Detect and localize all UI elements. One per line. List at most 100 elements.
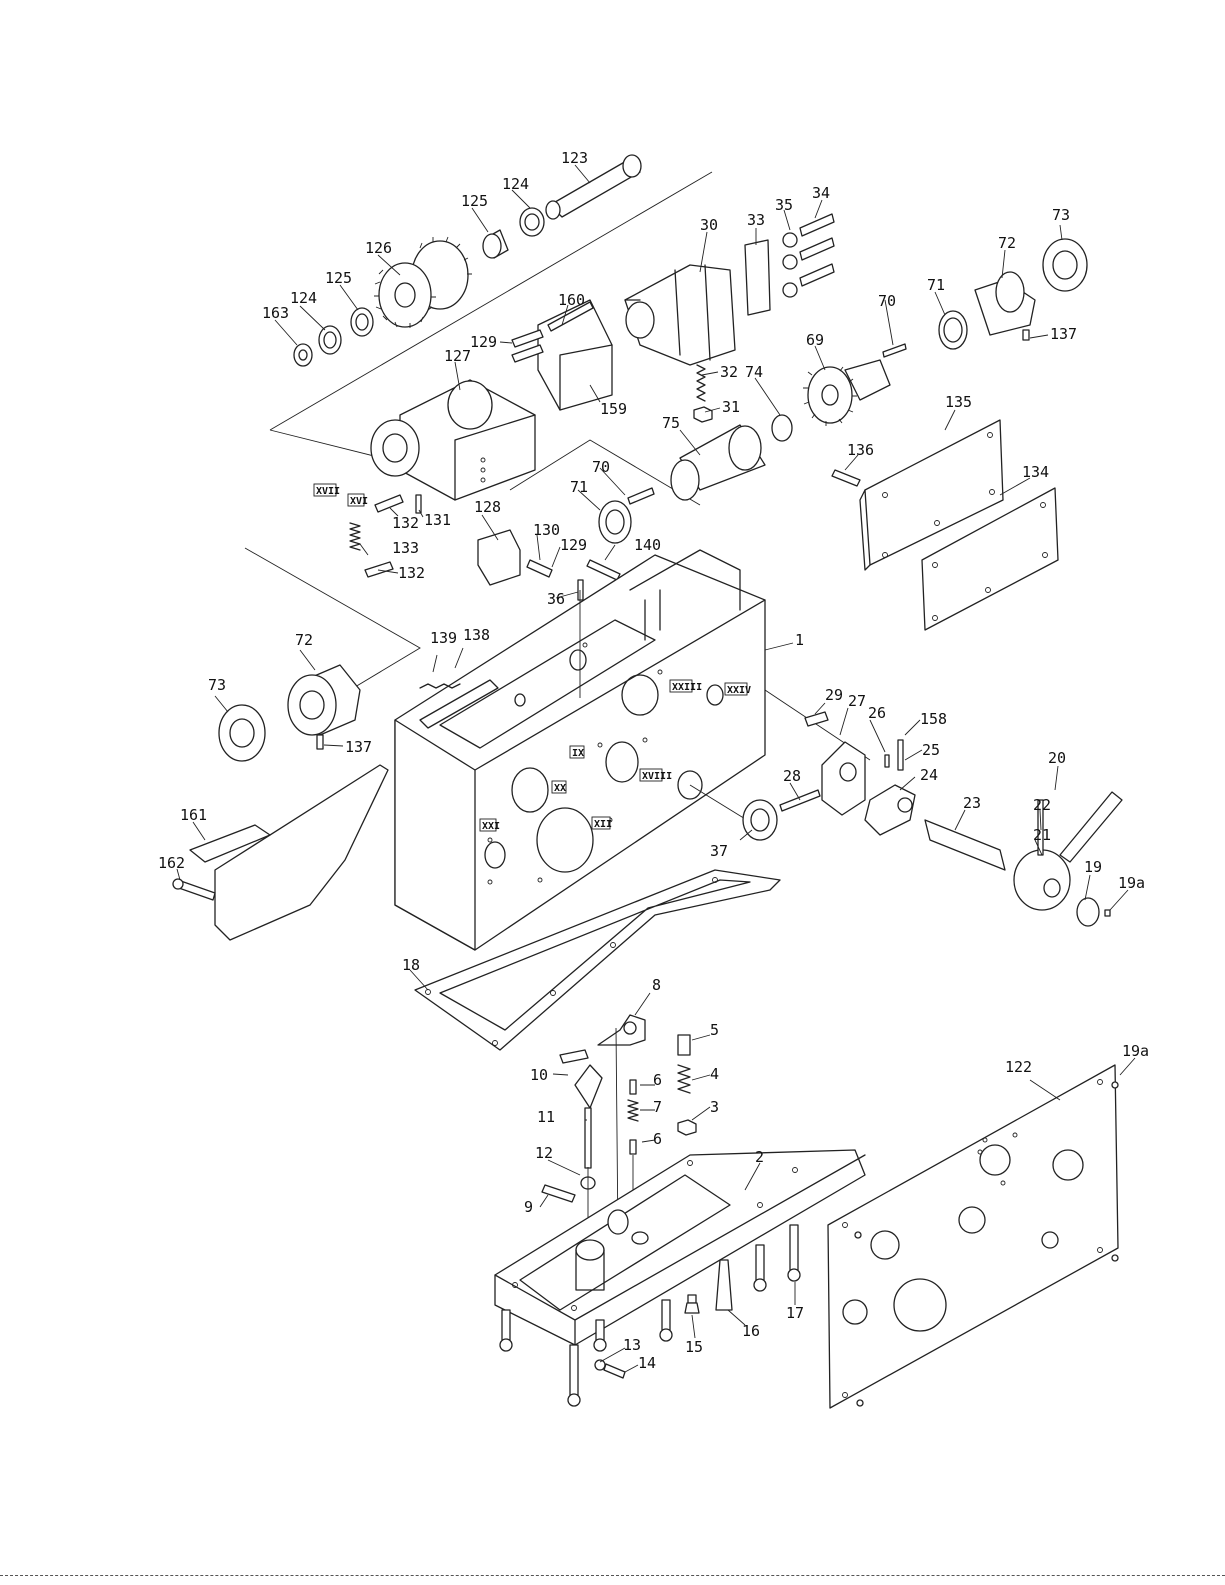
roman-mark: XVIII bbox=[639, 768, 672, 782]
roman-mark: XII bbox=[591, 816, 612, 830]
callout-label: 30 bbox=[700, 216, 718, 234]
callout-label: 1 bbox=[795, 631, 804, 649]
callout-label: 26 bbox=[868, 704, 886, 722]
svg-text:XX: XX bbox=[554, 783, 566, 794]
callout-label: 19a bbox=[1122, 1042, 1149, 1060]
callout-label: 159 bbox=[600, 400, 627, 418]
callout-label: 5 bbox=[710, 1021, 719, 1039]
callout-label: 73 bbox=[208, 676, 226, 694]
callout-label: 19a bbox=[1118, 874, 1145, 892]
leader-lines bbox=[176, 164, 1136, 1373]
callout-label: 29 bbox=[825, 686, 843, 704]
callout-label: 137 bbox=[345, 738, 372, 756]
callout-label: 3 bbox=[710, 1098, 719, 1116]
callout-label: 129 bbox=[470, 333, 497, 351]
svg-text:XVI: XVI bbox=[350, 496, 368, 507]
svg-text:IX: IX bbox=[572, 748, 584, 759]
callout-label: 12 bbox=[535, 1144, 553, 1162]
callout-label: 19 bbox=[1084, 858, 1102, 876]
callout-label: 136 bbox=[847, 441, 874, 459]
callout-label: 138 bbox=[463, 626, 490, 644]
callout-label: 158 bbox=[920, 710, 947, 728]
lower-linkage bbox=[541, 1014, 697, 1250]
spring-32 bbox=[693, 364, 713, 423]
callout-labels: 123 124 125 126 125 124 163 30 33 35 34 … bbox=[158, 149, 1149, 1372]
callout-label: 36 bbox=[547, 590, 565, 608]
callout-label: 27 bbox=[848, 692, 866, 710]
callout-label: 14 bbox=[638, 1354, 656, 1372]
shift-lever-linkage bbox=[779, 711, 1123, 927]
bracket-159 bbox=[511, 299, 613, 411]
callout-label: 9 bbox=[524, 1198, 533, 1216]
svg-text:XXI: XXI bbox=[482, 821, 500, 832]
callout-label: 70 bbox=[878, 292, 896, 310]
roman-mark: IX bbox=[569, 745, 585, 759]
callout-label: 133 bbox=[392, 539, 419, 557]
roman-mark: XXI bbox=[479, 818, 500, 832]
callout-label: 73 bbox=[1052, 206, 1070, 224]
callout-label: 70 bbox=[592, 458, 610, 476]
base-2 bbox=[494, 1149, 866, 1346]
roman-mark: XX bbox=[551, 780, 567, 794]
callout-label: 13 bbox=[623, 1336, 641, 1354]
callout-label: 139 bbox=[430, 629, 457, 647]
callout-label: 31 bbox=[722, 398, 740, 416]
callout-label: 161 bbox=[180, 806, 207, 824]
roman-mark: XXIV bbox=[724, 682, 751, 696]
callout-label: 11 bbox=[537, 1108, 555, 1126]
gasket-18 bbox=[414, 869, 781, 1051]
callout-label: 15 bbox=[685, 1338, 703, 1356]
callout-label: 122 bbox=[1005, 1058, 1032, 1076]
sleeve-75 bbox=[598, 424, 766, 544]
callout-label: 20 bbox=[1048, 749, 1066, 767]
callout-label: 131 bbox=[424, 511, 451, 529]
panel-122 bbox=[827, 1064, 1119, 1409]
callout-label: 6 bbox=[653, 1130, 662, 1148]
callout-label: 162 bbox=[158, 854, 185, 872]
callout-label: 132 bbox=[398, 564, 425, 582]
callout-label: 128 bbox=[474, 498, 501, 516]
cover-161 bbox=[172, 764, 389, 941]
callout-label: 17 bbox=[786, 1304, 804, 1322]
top-shaft-assembly bbox=[244, 154, 713, 691]
callout-label: 130 bbox=[533, 521, 560, 539]
callout-label: 160 bbox=[558, 291, 585, 309]
callout-label: 137 bbox=[1050, 325, 1077, 343]
detent-springs bbox=[349, 494, 422, 578]
nuts-and-screws bbox=[782, 213, 835, 298]
callout-label: 16 bbox=[742, 1322, 760, 1340]
callout-label: 74 bbox=[745, 363, 763, 381]
shift-fork-30 bbox=[624, 264, 736, 366]
roman-mark: XVI bbox=[347, 493, 368, 507]
callout-label: 127 bbox=[444, 347, 471, 365]
callout-label: 163 bbox=[262, 304, 289, 322]
callout-label: 23 bbox=[963, 794, 981, 812]
callout-label: 32 bbox=[720, 363, 738, 381]
callout-label: 33 bbox=[747, 211, 765, 229]
callout-label: 124 bbox=[290, 289, 317, 307]
plate-33 bbox=[744, 239, 771, 316]
callout-label: 140 bbox=[634, 536, 661, 554]
callout-label: 129 bbox=[560, 536, 587, 554]
svg-text:XVIII: XVIII bbox=[642, 771, 672, 782]
callout-label: 72 bbox=[998, 234, 1016, 252]
roman-marks: XVII XVI XXIII XXIV IX XX XVIII XXI XII bbox=[313, 483, 751, 832]
callout-label: 25 bbox=[922, 741, 940, 759]
callout-label: 35 bbox=[775, 196, 793, 214]
callout-label: 21 bbox=[1033, 826, 1051, 844]
callout-label: 10 bbox=[530, 1066, 548, 1084]
callout-label: 8 bbox=[652, 976, 661, 994]
callout-label: 125 bbox=[325, 269, 352, 287]
callout-label: 24 bbox=[920, 766, 938, 784]
cover-135 bbox=[831, 419, 1059, 631]
page-bottom-rule bbox=[0, 1575, 1225, 1576]
roman-mark: XXIII bbox=[669, 679, 702, 693]
callout-label: 6 bbox=[653, 1071, 662, 1089]
callout-label: 4 bbox=[710, 1065, 719, 1083]
callout-label: 134 bbox=[1022, 463, 1049, 481]
callout-label: 125 bbox=[461, 192, 488, 210]
callout-label: 37 bbox=[710, 842, 728, 860]
callout-label: 123 bbox=[561, 149, 588, 167]
callout-label: 126 bbox=[365, 239, 392, 257]
